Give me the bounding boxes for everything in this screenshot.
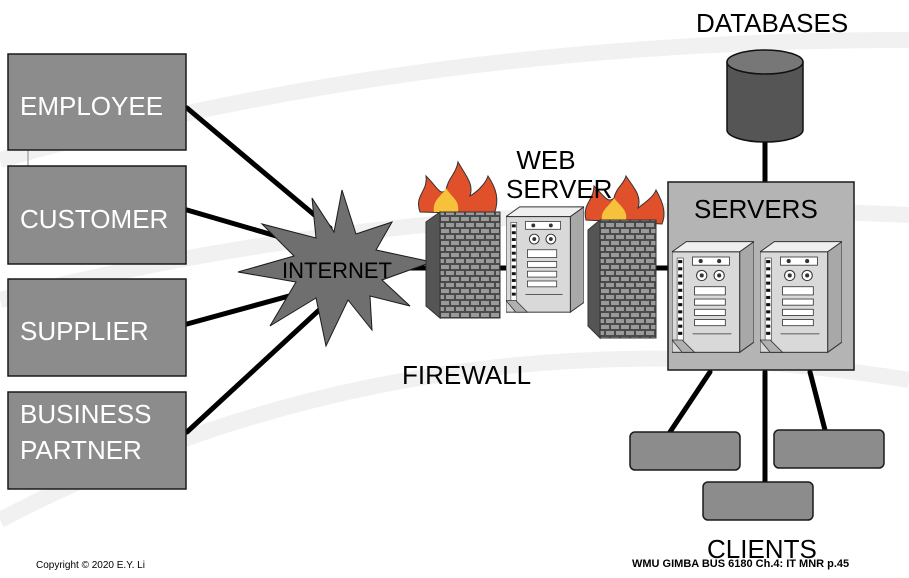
servers-label: SERVERS: [694, 194, 818, 224]
employee-box: [7, 53, 187, 151]
customer-label: CUSTOMER: [20, 204, 169, 234]
client-box-center: [702, 481, 814, 521]
employee-label: EMPLOYEE: [20, 91, 164, 121]
internet-label: INTERNET: [282, 258, 392, 283]
web-server-label: WEB SERVER: [506, 145, 613, 204]
firewall-label: FIREWALL: [402, 360, 532, 390]
clients-label: CLIENTS: [707, 534, 817, 564]
business-partner-label: BUSINESS PARTNER: [20, 399, 152, 465]
server-icon: [672, 241, 754, 353]
databases-label: DATABASES: [696, 8, 849, 38]
customer-box: [7, 165, 187, 265]
server-icon: [760, 241, 842, 353]
web-server-icon: [506, 206, 584, 313]
supplier-label: SUPPLIER: [20, 316, 149, 346]
copyright-text: Copyright © 2020 E.Y. Li: [36, 560, 145, 571]
course-reference: WMU GIMBA BUS 6180 Ch.4: IT MNR p.45: [632, 558, 850, 570]
business-partner-box: [7, 391, 187, 490]
firewall-left: [418, 160, 501, 320]
internet-burst: [237, 189, 434, 348]
firewall-right: [584, 174, 665, 340]
supplier-box: [7, 278, 187, 377]
connectors: [184, 105, 828, 485]
client-box-left: [629, 431, 741, 471]
client-box-right: [773, 429, 885, 469]
database-icon: [726, 49, 804, 143]
